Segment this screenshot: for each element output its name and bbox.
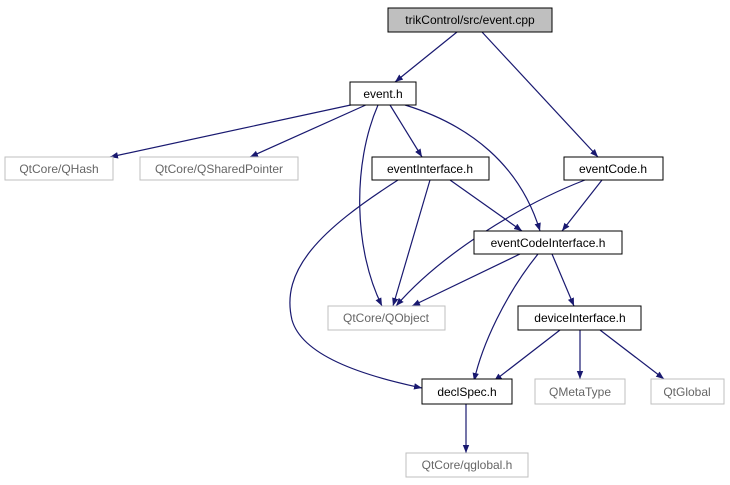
node-eventcode-h[interactable]: eventCode.h	[563, 156, 664, 181]
node-declspec-h[interactable]: declSpec.h	[421, 378, 513, 405]
node-label: QtGlobal	[663, 385, 710, 399]
edge-deviceinterface-h-to-declspec-h	[493, 329, 561, 382]
node-eventcodeinterface-h[interactable]: eventCodeInterface.h	[473, 230, 623, 255]
node-label: eventCodeInterface.h	[491, 236, 606, 250]
node-qhash[interactable]: QtCore/QHash	[4, 156, 114, 181]
node-root[interactable]: trikControl/src/event.cpp	[387, 7, 553, 33]
node-label: deviceInterface.h	[534, 311, 625, 325]
node-label: eventInterface.h	[387, 162, 473, 176]
edge-event-h-to-eventinterface-h	[389, 104, 423, 158]
edge-deviceinterface-h-to-qtglobal	[599, 329, 665, 380]
node-label: eventCode.h	[579, 162, 647, 176]
edge-event-h-to-qobject	[359, 104, 383, 307]
edge-eventcodeinterface-h-to-declspec-h	[472, 253, 539, 382]
edge-eventinterface-h-to-declspec-h	[289, 179, 423, 390]
node-qtglobal[interactable]: QtGlobal	[650, 378, 725, 405]
node-qmetatype[interactable]: QMetaType	[534, 378, 626, 405]
edge-event-h-to-eventcodeinterface-h	[404, 104, 541, 232]
node-qglobal-h[interactable]: QtCore/qglobal.h	[405, 452, 529, 478]
node-event-h[interactable]: event.h	[349, 81, 417, 106]
node-qsharedpointer[interactable]: QtCore/QSharedPointer	[139, 156, 299, 181]
node-deviceinterface-h[interactable]: deviceInterface.h	[517, 305, 642, 331]
edge-root-to-event-h	[394, 31, 458, 83]
node-qobject[interactable]: QtCore/QObject	[327, 305, 446, 331]
node-label: declSpec.h	[437, 385, 496, 399]
node-label: event.h	[363, 87, 402, 101]
edge-eventcodeinterface-h-to-deviceinterface-h	[551, 253, 575, 307]
node-label: QMetaType	[549, 385, 611, 399]
node-layer: trikControl/src/event.cpp event.h QtCore…	[4, 7, 725, 478]
edge-event-h-to-qsharedpointer	[249, 103, 369, 158]
node-label: QtCore/QObject	[343, 311, 430, 325]
node-eventinterface-h[interactable]: eventInterface.h	[371, 156, 490, 181]
node-label: trikControl/src/event.cpp	[405, 13, 535, 27]
edge-root-to-eventcode-h	[481, 31, 599, 158]
edge-eventinterface-h-to-qobject	[392, 179, 431, 307]
node-label: QtCore/QHash	[19, 162, 98, 176]
edge-event-h-to-qhash	[109, 102, 361, 159]
edge-eventcode-h-to-eventcodeinterface-h	[561, 179, 603, 232]
node-label: QtCore/qglobal.h	[422, 458, 513, 472]
edge-eventcodeinterface-h-to-qobject	[411, 253, 521, 307]
edge-eventinterface-h-to-eventcodeinterface-h	[449, 179, 523, 232]
node-label: QtCore/QSharedPointer	[155, 162, 283, 176]
edge-layer	[109, 31, 665, 453]
